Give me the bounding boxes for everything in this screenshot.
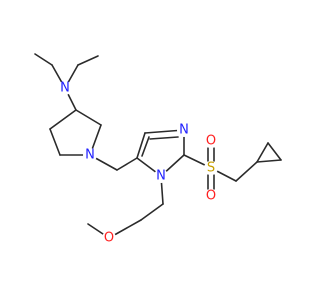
bond-ch2-to-cyclopropyl <box>235 161 258 182</box>
sulfonyl-sulfur: S <box>204 161 218 176</box>
sulfonyl-oxygen-top: O <box>204 134 218 149</box>
bond-pyrrolidine-c2-c3 <box>75 109 102 126</box>
bond-pyrrolidine-c4-c5 <box>49 128 61 156</box>
svg-text:O: O <box>206 189 216 204</box>
imidazole-n1: N <box>154 169 168 184</box>
molecule-structure: N N N N S O O O <box>34 53 282 246</box>
sulfonyl-oxygen-bottom: O <box>204 189 218 204</box>
bond-imidazole-c5-c4 <box>136 132 146 159</box>
bond-imidazole-c5-c4-inner <box>141 136 150 157</box>
svg-text:N: N <box>179 123 189 138</box>
bond-ethyl-ch3-left <box>34 53 53 66</box>
svg-text:N: N <box>60 81 70 96</box>
atom-label-layer: N N N N S O O O <box>58 81 218 246</box>
svg-text:N: N <box>156 169 166 184</box>
bond-imidazole-c4-n3-inner <box>149 136 179 140</box>
bond-linker-ch2-c5 <box>116 157 138 171</box>
bond-cyclopropyl-b-c <box>267 142 282 161</box>
bond-layer <box>34 53 282 239</box>
svg-text:N: N <box>85 148 95 163</box>
svg-text:O: O <box>104 231 114 246</box>
ether-oxygen: O <box>102 231 116 246</box>
svg-text:O: O <box>206 134 216 149</box>
bond-pyrrolidine-c3-c4 <box>49 109 77 130</box>
pyrrolidine-nitrogen: N <box>83 148 97 163</box>
bond-cyclopropyl-a-b <box>256 142 269 163</box>
imidazole-n3: N <box>177 123 191 138</box>
bond-cyclopropyl-c-a <box>256 159 282 163</box>
bond-ethyl-ch3-right <box>77 55 99 66</box>
svg-text:S: S <box>207 161 215 176</box>
bond-ch2-to-ch2 <box>140 203 164 221</box>
amine-nitrogen: N <box>58 81 72 96</box>
